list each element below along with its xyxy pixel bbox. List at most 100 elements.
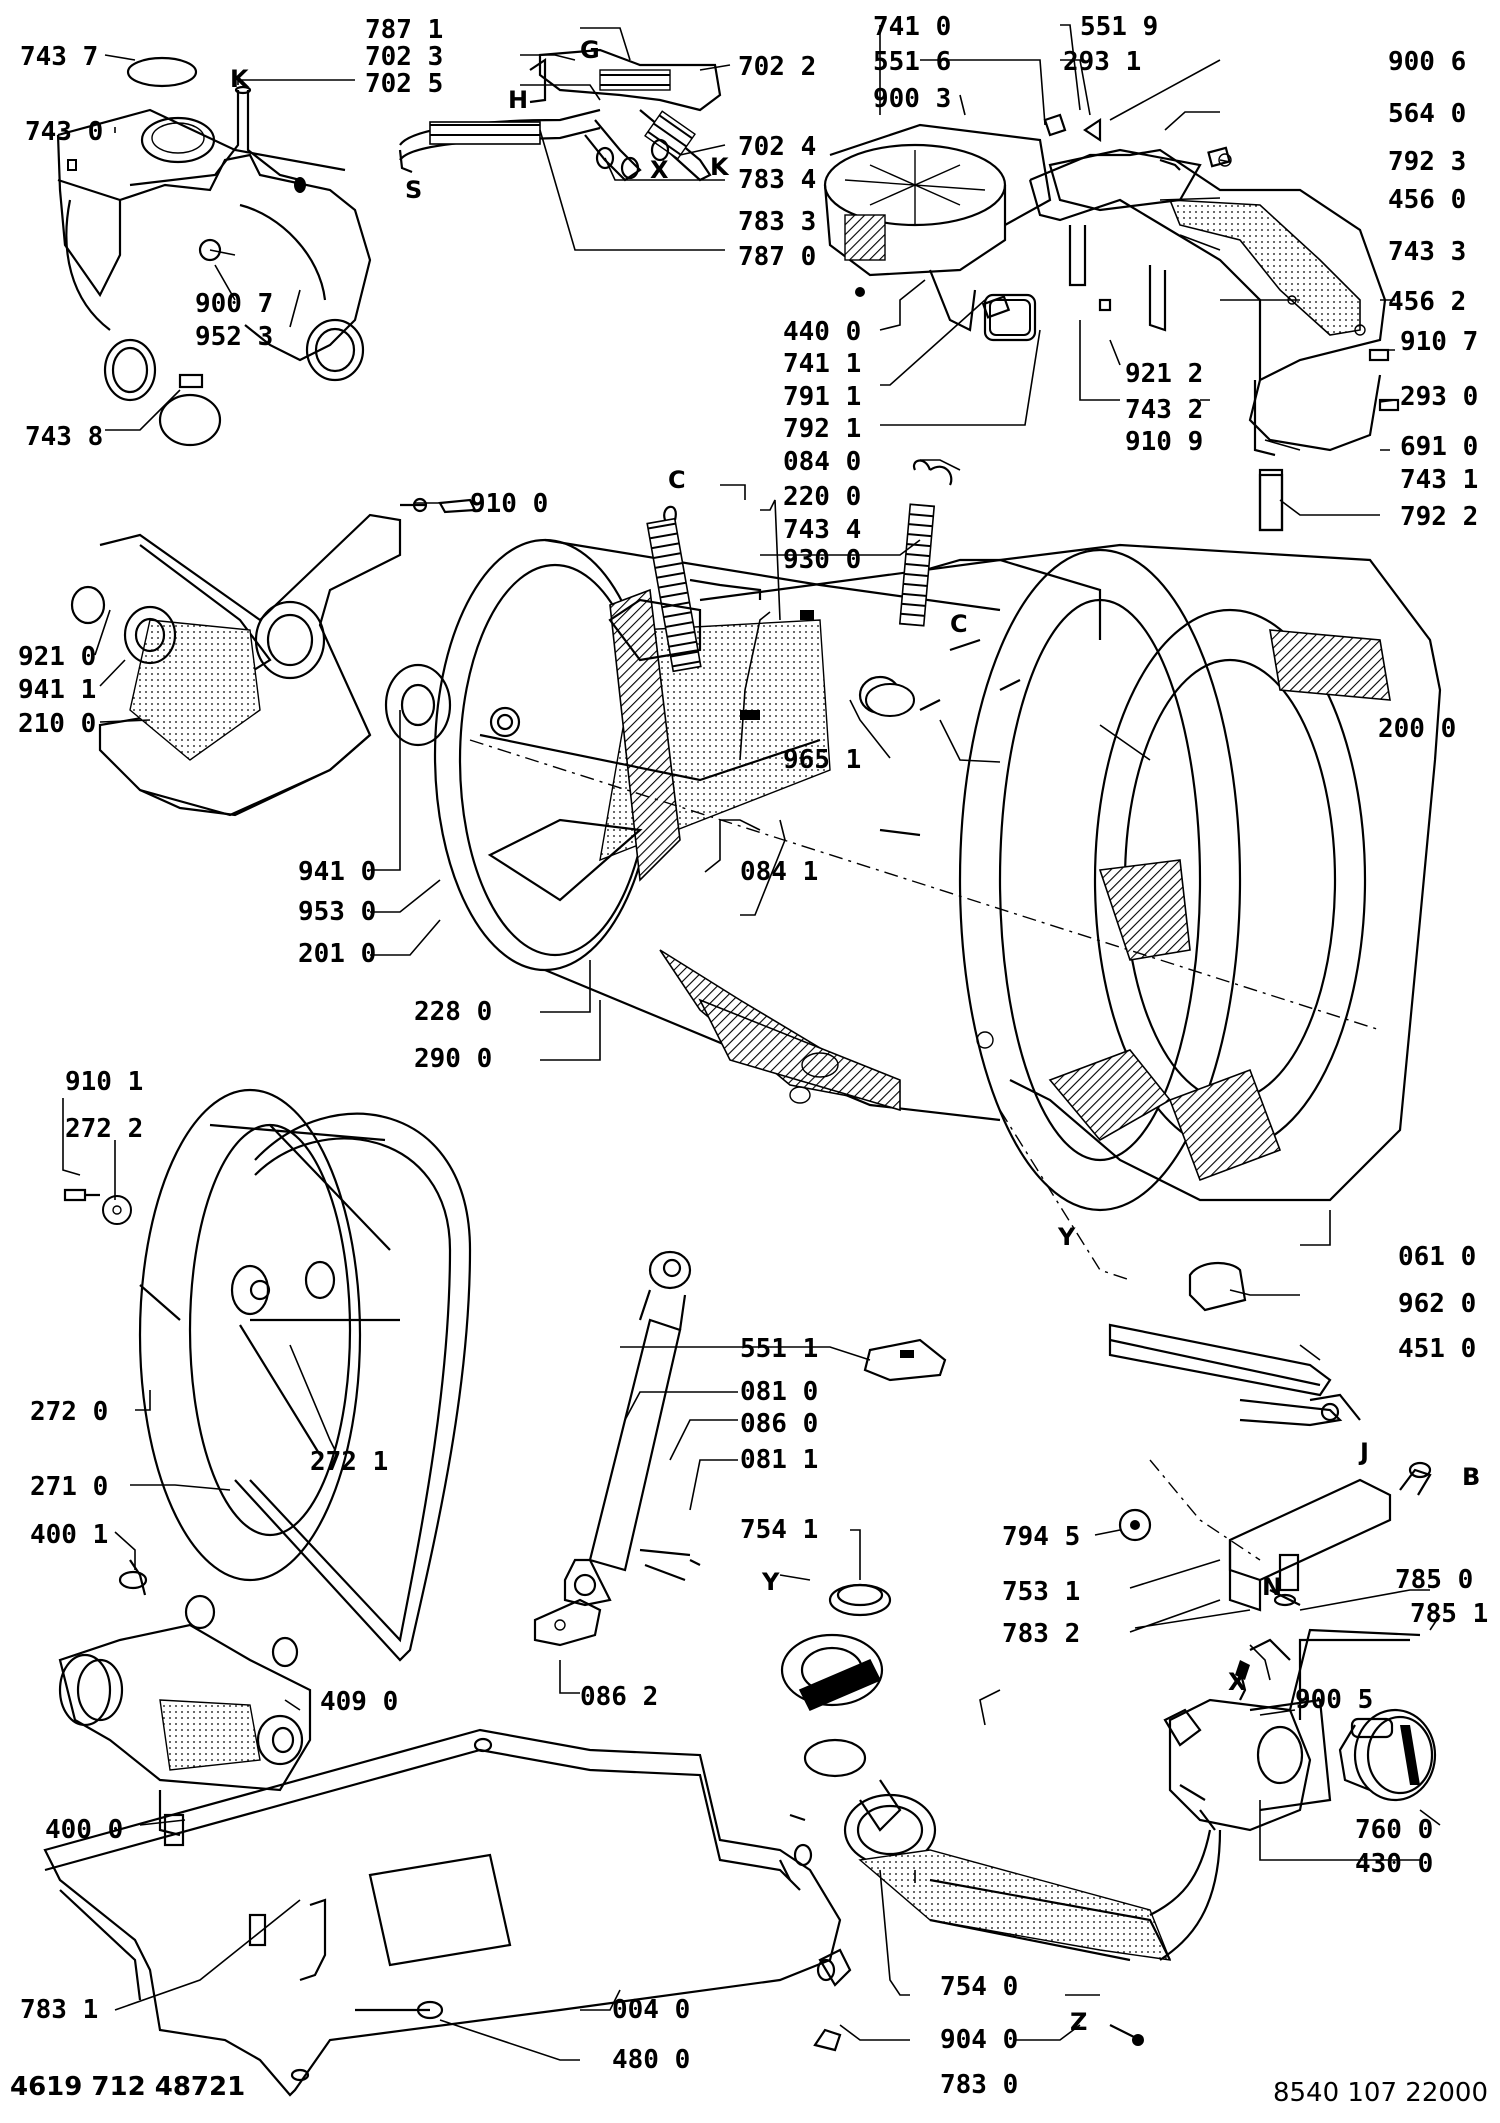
part-fasteners <box>438 113 1400 532</box>
callout-081-0: 081 0 <box>740 1377 818 1407</box>
part-dispenser-drawer <box>823 123 1052 332</box>
part-spider-bearing <box>70 497 452 817</box>
drawing-number-right: 8540 107 22000 <box>1272 2078 1488 2108</box>
leader-lines <box>62 24 1441 2061</box>
callout-702-3: 702 3 <box>365 42 443 72</box>
callout-965-1: 965 1 <box>783 745 861 775</box>
callout-900-6: 900 6 <box>1388 47 1466 77</box>
callout-785-0: 785 0 <box>1395 1565 1473 1595</box>
callout-456-0: 456 0 <box>1388 185 1466 215</box>
callout-220-0: 220 0 <box>783 482 861 512</box>
callout-783-1: 783 1 <box>20 1995 98 2025</box>
part-pulley-belt <box>63 1088 472 1662</box>
callout-962-0: 962 0 <box>1398 1289 1476 1319</box>
callout-272-2: 272 2 <box>65 1114 143 1144</box>
letter-h: H <box>508 86 528 114</box>
callout-743-2: 743 2 <box>1125 395 1203 425</box>
callout-430-0: 430 0 <box>1355 1849 1433 1879</box>
callout-900-3: 900 3 <box>873 84 951 114</box>
callout-753-1: 753 1 <box>1002 1577 1080 1607</box>
callout-409-0: 409 0 <box>320 1687 398 1717</box>
callout-910-0: 910 0 <box>470 489 548 519</box>
letter-c-right: C <box>950 610 968 638</box>
callout-702-4: 702 4 <box>738 132 816 162</box>
part-detergent-housing <box>56 56 372 447</box>
part-cover-assembly <box>981 148 1387 532</box>
callout-451-0: 451 0 <box>1398 1334 1476 1364</box>
callout-228-0: 228 0 <box>414 997 492 1027</box>
callout-900-5: 900 5 <box>1295 1685 1373 1715</box>
callout-783-4: 783 4 <box>738 165 816 195</box>
callout-004-0: 004 0 <box>612 1995 690 2025</box>
callout-930-0: 930 0 <box>783 545 861 575</box>
callout-787-1: 787 1 <box>365 15 443 45</box>
callout-564-0: 564 0 <box>1388 99 1466 129</box>
callout-272-0: 272 0 <box>30 1397 108 1427</box>
callout-783-0: 783 0 <box>940 2070 1018 2100</box>
letter-c-left: C <box>668 466 686 494</box>
part-shock-absorber <box>563 1250 701 1607</box>
callout-741-0: 741 0 <box>873 12 951 42</box>
callout-787-0: 787 0 <box>738 242 816 272</box>
callout-953-0: 953 0 <box>298 897 376 927</box>
callout-921-2: 921 2 <box>1125 359 1203 389</box>
callout-754-0: 754 0 <box>940 1972 1018 2002</box>
callout-290-0: 290 0 <box>414 1044 492 1074</box>
callout-743-7: 743 7 <box>20 42 98 72</box>
letter-k-right: K <box>710 153 730 181</box>
callout-440-0: 440 0 <box>783 317 861 347</box>
letter-z: Z <box>1070 2008 1087 2036</box>
callout-061-0: 061 0 <box>1398 1242 1476 1272</box>
drawing-number-left: 4619 712 48721 <box>10 2072 246 2102</box>
callout-910-7: 910 7 <box>1400 327 1478 357</box>
callout-743-0: 743 0 <box>25 117 103 147</box>
callout-741-1: 741 1 <box>783 349 861 379</box>
callout-792-3: 792 3 <box>1388 147 1466 177</box>
callout-400-1: 400 1 <box>30 1520 108 1550</box>
callout-952-3: 952 3 <box>195 322 273 352</box>
callout-400-0: 400 0 <box>45 1815 123 1845</box>
callout-785-1: 785 1 <box>1410 1599 1488 1629</box>
letter-n: N <box>1262 1573 1282 1601</box>
callout-900-7: 900 7 <box>195 289 273 319</box>
letter-k-top: K <box>230 65 250 93</box>
callout-480-0: 480 0 <box>612 2045 690 2075</box>
part-hose-assembly <box>398 48 722 182</box>
callout-691-0: 691 0 <box>1400 432 1478 462</box>
letter-markers: K G H S X K C C Y J B N Y X Z <box>230 36 1480 2036</box>
callout-702-5: 702 5 <box>365 69 443 99</box>
callout-551-1: 551 1 <box>740 1334 818 1364</box>
letter-s: S <box>405 176 422 204</box>
callout-210-0: 210 0 <box>18 709 96 739</box>
part-motor <box>58 1559 602 1837</box>
callout-783-3: 783 3 <box>738 207 816 237</box>
letter-x-pump: X <box>1228 1668 1247 1696</box>
callout-754-1: 754 1 <box>740 1515 818 1545</box>
callout-743-1: 743 1 <box>1400 465 1478 495</box>
callout-910-1: 910 1 <box>65 1067 143 1097</box>
callout-456-2: 456 2 <box>1388 287 1466 317</box>
callout-labels: 743 7 743 0 900 7 952 3 743 8 787 1 702 … <box>18 12 1488 2100</box>
callout-086-0: 086 0 <box>740 1409 818 1439</box>
callout-272-1: 272 1 <box>310 1447 388 1477</box>
part-drum-tub <box>433 459 1442 1561</box>
callout-702-2: 702 2 <box>738 52 816 82</box>
part-small-components <box>863 1262 1432 1720</box>
callout-271-0: 271 0 <box>30 1472 108 1502</box>
letter-x-top: X <box>650 156 669 184</box>
callout-551-9: 551 9 <box>1080 12 1158 42</box>
callout-743-8: 743 8 <box>25 422 103 452</box>
callout-081-1: 081 1 <box>740 1445 818 1475</box>
letter-b: B <box>1462 1463 1480 1491</box>
callout-921-0: 921 0 <box>18 642 96 672</box>
letter-g: G <box>580 36 600 64</box>
callout-200-0: 200 0 <box>1378 714 1456 744</box>
part-drain-pump <box>780 1583 1437 2052</box>
callout-783-2: 783 2 <box>1002 1619 1080 1649</box>
callout-743-4: 743 4 <box>783 515 861 545</box>
callout-293-1: 293 1 <box>1063 47 1141 77</box>
parts-drawing <box>43 48 1442 2097</box>
callout-941-1: 941 1 <box>18 675 96 705</box>
callout-904-0: 904 0 <box>940 2025 1018 2055</box>
